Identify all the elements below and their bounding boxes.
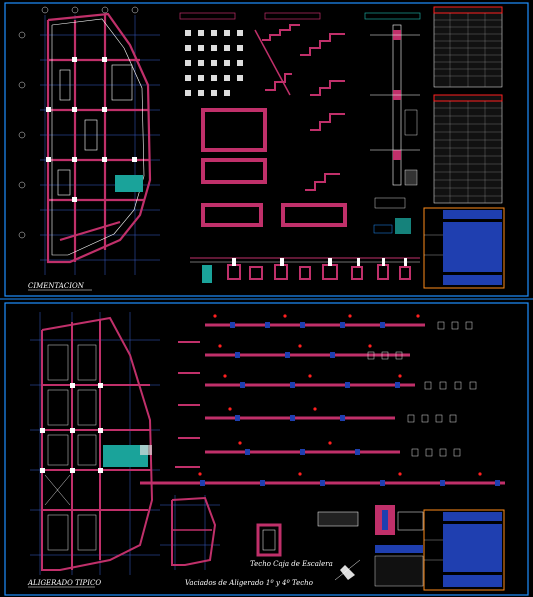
foundation-grid: [40, 15, 160, 275]
beam-rebar-elevations: [140, 314, 505, 486]
section-details: [317, 505, 424, 587]
stair-sections: [262, 24, 345, 191]
footing-details-row: [190, 257, 420, 283]
slab-joists: [44, 344, 97, 551]
foundation-footing-outlines: [51, 18, 145, 256]
beam-elevations: [370, 24, 420, 186]
foundation-plan[interactable]: CIMENTACION: [18, 6, 160, 291]
slab-grid: [30, 312, 160, 575]
foundation-title: CIMENTACION: [28, 282, 85, 290]
stair-hatch: [115, 175, 143, 192]
foundation-columns: [46, 57, 137, 202]
rebar-legend: [373, 197, 411, 234]
grid-bubbles: [18, 6, 139, 239]
stair-box-detail: Techo Caja de Escalera: [250, 523, 333, 568]
slab-title: ALIGERADO TIPICO: [27, 579, 101, 587]
upper-sheet-frame: [4, 2, 529, 297]
schedule-table-2: [433, 94, 503, 204]
slab-stair-hatch: [103, 445, 148, 467]
slab-plan[interactable]: ALIGERADO TIPICO: [27, 312, 160, 588]
foundation-walls: [46, 12, 152, 264]
upper-section-headers: [179, 12, 421, 20]
slab-beams: [41, 316, 154, 571]
roof-partial-plan: Vaciados de Aligerado 1º y 4º Techo: [160, 495, 313, 587]
lower-sheet-frame: [4, 302, 529, 596]
lower-title-block: [423, 509, 505, 591]
vigas-title: Vaciados de Aligerado 1º y 4º Techo: [185, 579, 313, 587]
upper-title-block: [423, 207, 505, 289]
caja-title: Techo Caja de Escalera: [250, 560, 333, 568]
tank-sections: [201, 108, 347, 227]
column-detail-grid: [185, 30, 243, 96]
slab-columns: [40, 383, 103, 473]
schedule-table-1: [433, 6, 503, 88]
